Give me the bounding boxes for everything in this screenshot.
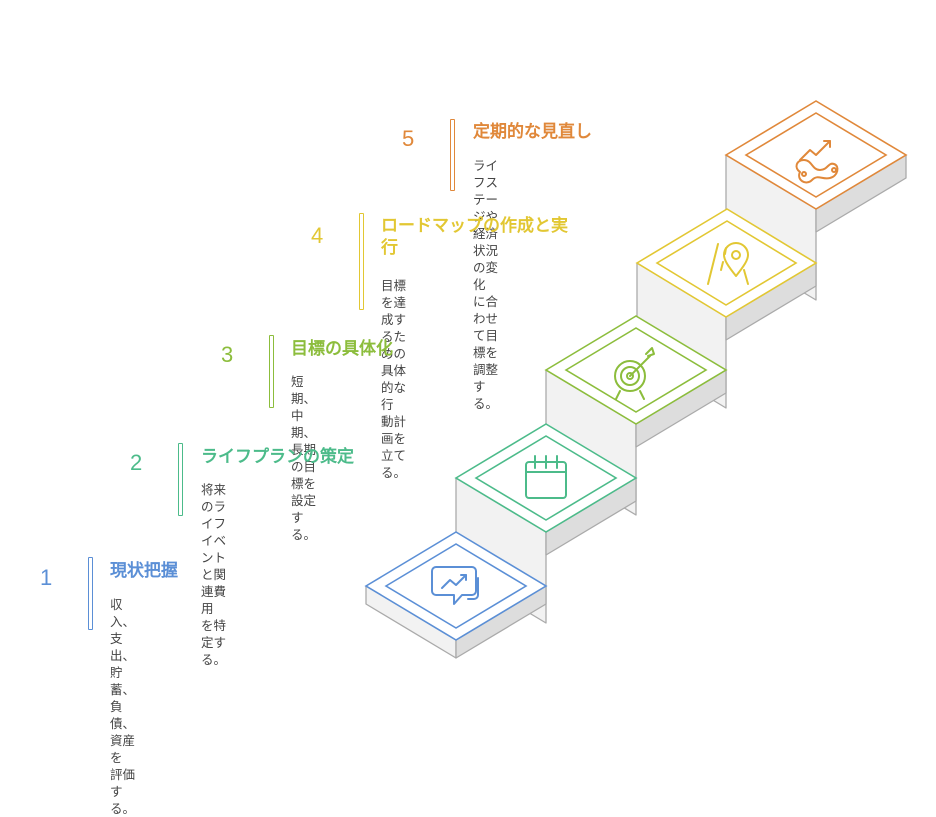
winding-path-icon xyxy=(795,140,839,184)
step-2-desc-line2: を特定する。 xyxy=(201,618,227,667)
road-pin-icon xyxy=(707,242,749,285)
step-5-desc-line1: ライフステージや経済状況の変化 xyxy=(473,158,499,292)
target-icon xyxy=(614,347,655,400)
step-5-number: 5 xyxy=(402,126,415,151)
step-1-title: 現状把握 xyxy=(110,561,178,581)
step-2-platform xyxy=(454,423,638,533)
chat-chart-icon xyxy=(431,566,479,605)
step-1-description: 収入、支出、貯蓄、負債、資産を 評価する。 xyxy=(110,596,135,817)
calendar-icon xyxy=(525,455,567,499)
step-5-bar xyxy=(450,119,455,191)
step-1-number: 1 xyxy=(40,565,53,590)
step-1-desc-line2: 評価する。 xyxy=(110,767,136,816)
step-4-bar xyxy=(359,213,364,310)
step-3-desc-line1: 短期、中期、長期の目標を設定す xyxy=(291,374,317,525)
step-3-number: 3 xyxy=(221,342,234,367)
step-1-bar xyxy=(88,557,93,630)
step-5-title: 定期的な見直し xyxy=(473,122,592,142)
step-3-description: 短期、中期、長期の目標を設定す る。 xyxy=(291,373,316,543)
step-4-desc-line1: 目標を達成するための具体的な行 xyxy=(381,278,407,412)
step-2-title: ライフプランの策定 xyxy=(201,447,354,467)
step-2-number: 2 xyxy=(130,450,143,475)
step-2-bar xyxy=(178,443,183,516)
step-2-desc-line1: 将来のライフイベントと関連費用 xyxy=(201,482,227,616)
staircase-diagram xyxy=(364,100,908,659)
step-3-desc-line2: る。 xyxy=(291,527,317,542)
step-4-desc-line2: 動計画を立てる。 xyxy=(381,414,407,480)
step-1-desc-line1: 収入、支出、貯蓄、負債、資産を xyxy=(110,597,136,765)
step-4-title-line1: ロードマップの作成と実 xyxy=(381,216,568,236)
step-4-number: 4 xyxy=(311,223,324,248)
step-5-desc-line2: に合わせて目標を調整する。 xyxy=(473,294,499,411)
step-4-title-line2: 行 xyxy=(381,238,398,258)
step-4-title: ロードマップの作成と実 行 xyxy=(381,215,568,259)
step-4-description: 目標を達成するための具体的な行 動計画を立てる。 xyxy=(381,277,406,481)
step-3-bar xyxy=(269,335,274,408)
step-1-platform xyxy=(364,531,548,641)
step-3-title: 目標の具体化 xyxy=(291,339,393,359)
step-2-description: 将来のライフイベントと関連費用 を特定する。 xyxy=(201,481,226,668)
step-5-description: ライフステージや経済状況の変化 に合わせて目標を調整する。 xyxy=(473,157,498,412)
